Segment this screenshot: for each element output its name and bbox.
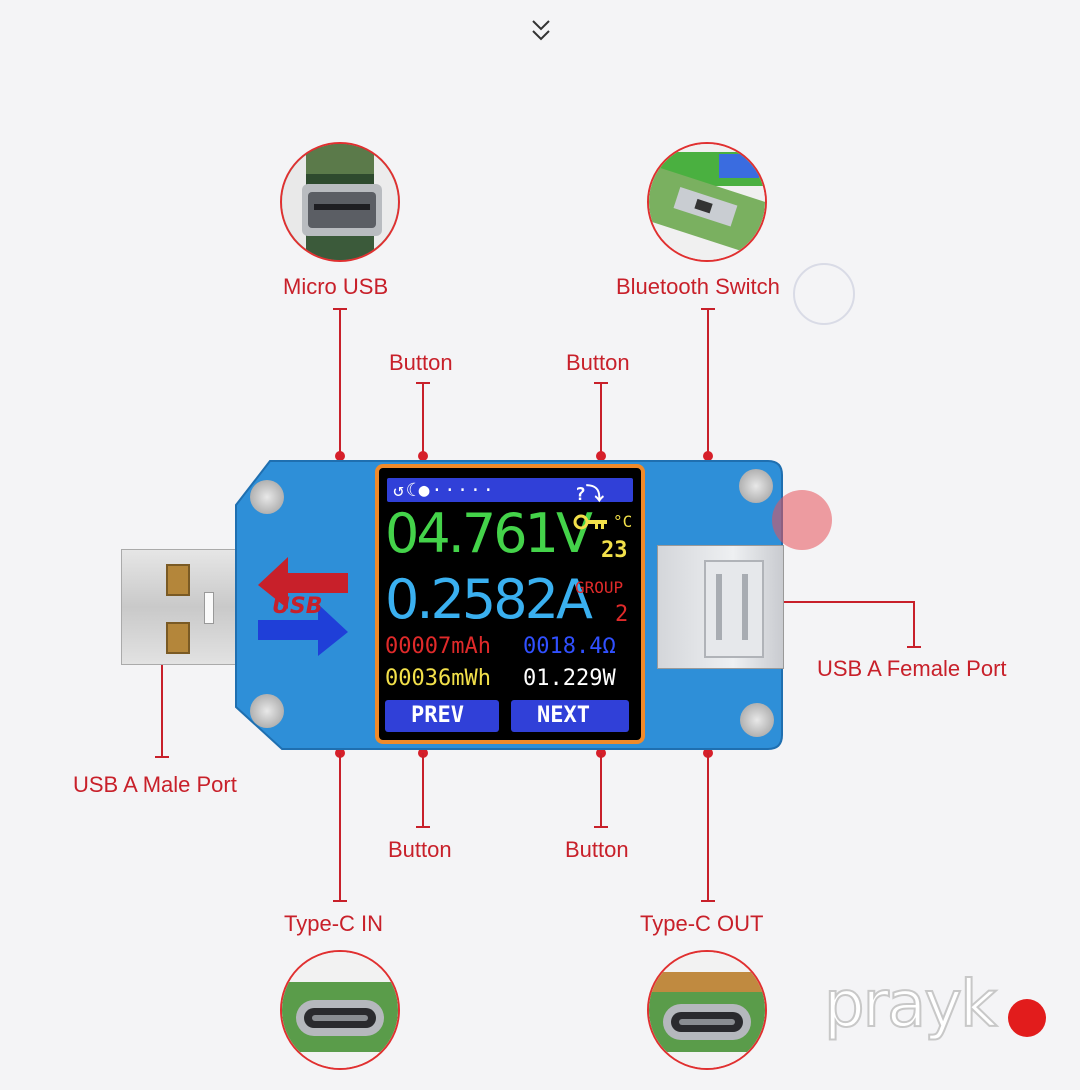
- usb-a-female-port[interactable]: [657, 545, 784, 669]
- callout-line: [339, 753, 341, 901]
- current-readout: 0.2582A: [385, 568, 593, 631]
- temp-unit: °C: [613, 512, 633, 531]
- label-type-c-out: Type-C OUT: [640, 911, 764, 936]
- type-c-in-photo: [280, 950, 400, 1070]
- label-bluetooth-switch: Bluetooth Switch: [616, 274, 780, 299]
- callout-line: [707, 308, 709, 456]
- status-icons-left: ↺☾●·····: [393, 480, 496, 501]
- callout-cap: [594, 826, 608, 828]
- callout-dot: [596, 451, 606, 461]
- energy-readout: 00036mWh: [385, 666, 491, 691]
- screw: [739, 469, 773, 503]
- usb-arrows-icon: [258, 557, 348, 656]
- watermark-brand: prayk: [823, 967, 998, 1043]
- group-label: GROUP: [575, 578, 624, 597]
- label-usb-a-male: USB A Male Port: [73, 772, 237, 797]
- callout-line: [422, 382, 424, 456]
- label-button-top-left: Button: [389, 350, 453, 375]
- callout-line: [339, 308, 341, 456]
- callout-line: [913, 601, 915, 647]
- callout-line: [422, 753, 424, 827]
- callout-cap: [701, 900, 715, 902]
- status-bar: [387, 478, 633, 502]
- callout-dot: [335, 451, 345, 461]
- bluetooth-switch-photo: [647, 142, 767, 262]
- screw: [250, 480, 284, 514]
- resistance-readout: 0018.4Ω: [523, 634, 616, 659]
- callout-cap: [155, 756, 169, 758]
- callout-line: [772, 601, 915, 603]
- capacity-readout: 00007mAh: [385, 634, 491, 659]
- callout-line: [600, 382, 602, 456]
- callout-line: [707, 753, 709, 901]
- usb-logo-text: USB: [272, 594, 323, 619]
- status-icons-right: ?⤵: [575, 484, 604, 505]
- prev-button[interactable]: [385, 700, 499, 732]
- label-button-bottom-right: Button: [565, 837, 629, 862]
- usb-a-male-plug: [121, 549, 237, 665]
- callout-cap: [907, 646, 921, 648]
- prev-button-label: PREV: [411, 703, 464, 728]
- decorative-ring: [793, 263, 855, 325]
- screw: [740, 703, 774, 737]
- label-type-c-in: Type-C IN: [284, 911, 384, 936]
- power-readout: 01.229W: [523, 666, 616, 691]
- voltage-readout: 04.761V: [385, 502, 593, 565]
- callout-line: [161, 607, 163, 757]
- callout-cap: [416, 826, 430, 828]
- next-button-label: NEXT: [537, 703, 590, 728]
- key-icon: [573, 514, 607, 530]
- callout-dot: [418, 451, 428, 461]
- label-button-top-right: Button: [566, 350, 630, 375]
- callout-cap: [333, 900, 347, 902]
- callout-line: [600, 753, 602, 827]
- chevron-down-icon[interactable]: [530, 18, 552, 44]
- label-button-bottom-left: Button: [388, 837, 452, 862]
- screw: [250, 694, 284, 728]
- label-micro-usb: Micro USB: [283, 274, 389, 299]
- watermark-dot: [1008, 999, 1046, 1037]
- temperature-readout: 23: [601, 538, 628, 563]
- lcd-screen: ↺☾●····· ?⤵ 04.761V °C 23 0.2582A GROUP …: [375, 464, 645, 744]
- callout-dot: [703, 451, 713, 461]
- type-c-out-photo: [647, 950, 767, 1070]
- group-value: 2: [615, 602, 629, 627]
- micro-usb-photo: [280, 142, 400, 262]
- next-button[interactable]: [511, 700, 629, 732]
- watermark-dot-faint: [772, 490, 832, 550]
- label-usb-a-female: USB A Female Port: [817, 656, 1007, 681]
